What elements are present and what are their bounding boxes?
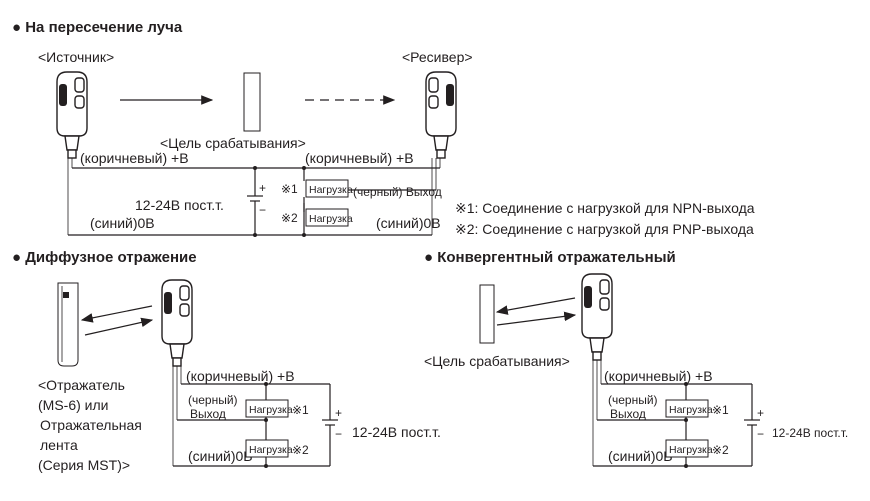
- diffuse-sensor-icon: [161, 279, 193, 367]
- diffuse-title: ● Диффузное отражение: [12, 249, 197, 266]
- diffuse-mark2: ※2: [292, 443, 309, 457]
- reflector-plate: [57, 282, 79, 367]
- convergent-target-block: [479, 284, 495, 344]
- diffuse-black-label: (черный): [188, 393, 238, 407]
- source-wires: [67, 158, 255, 236]
- reflector-line-1: <Отражатель: [38, 377, 125, 393]
- diffuse-wires: + −: [172, 366, 342, 468]
- note-pnp: ※2: Соединение с нагрузкой для PNP-выход…: [455, 221, 754, 237]
- through-brown-left-label: (коричневый) +В: [80, 150, 189, 166]
- convergent-wires: + −: [592, 360, 764, 468]
- reflector-label-line: <Отражатель (MS-6) или Отражательная лен…: [38, 377, 146, 473]
- svg-text:+: +: [335, 406, 342, 420]
- reflector-line-4: лента: [40, 437, 78, 453]
- through-load-box-2: [305, 208, 349, 227]
- source-sensor-icon: [56, 71, 88, 159]
- through-blue-right-label: (синий)0В: [376, 215, 441, 231]
- svg-text:−: −: [259, 203, 266, 217]
- through-beam-title: ● На пересечение луча: [12, 19, 183, 36]
- svg-text:+: +: [259, 181, 266, 195]
- convergent-beam-out: [496, 311, 577, 326]
- diffuse-load2-label: Нагрузка: [249, 444, 293, 456]
- through-brown-right-label: (коричневый) +В: [305, 150, 414, 166]
- diffuse-blue-label: (синий)0В: [188, 448, 253, 464]
- through-load2-label: Нагрузка: [309, 213, 353, 225]
- diffuse-supply-label: 12-24В пост.т.: [352, 424, 441, 440]
- convergent-load2-label: Нагрузка: [669, 444, 713, 456]
- target-label: <Цель срабатывания>: [160, 135, 306, 151]
- diffuse-mark1: ※1: [292, 403, 309, 417]
- convergent-supply-label: 12-24В пост.т.: [772, 426, 848, 440]
- convergent-load-box-2: [665, 439, 709, 458]
- through-mark1: ※1: [281, 182, 298, 196]
- receiver-wires: [255, 158, 441, 237]
- note-npn: ※1: Соединение с нагрузкой для NPN-выход…: [455, 200, 755, 216]
- svg-text:+: +: [757, 406, 764, 420]
- diffuse-load-box-1: [245, 399, 289, 418]
- convergent-load-box-1: [665, 399, 709, 418]
- through-mark2: ※2: [281, 211, 298, 225]
- convergent-mark1: ※1: [712, 403, 729, 417]
- through-supply-label: 12-24В пост.т.: [135, 197, 224, 213]
- svg-text:−: −: [335, 427, 342, 441]
- convergent-brown-label: (коричневый) +В: [604, 368, 713, 384]
- diffuse-output-label: Выход: [190, 407, 226, 421]
- convergent-black-label: (черный): [608, 393, 658, 407]
- through-load1-label: Нагрузка: [309, 184, 353, 196]
- target-block: [243, 72, 261, 132]
- convergent-sensor-icon: [581, 273, 613, 361]
- diffuse-load-box-2: [245, 439, 289, 458]
- diffuse-beam-out: [84, 317, 154, 336]
- convergent-output-label: Выход: [610, 407, 646, 421]
- diffuse-beam-in: [80, 305, 153, 323]
- convergent-load1-label: Нагрузка: [669, 404, 713, 416]
- reflector-line-3: Отражательная: [40, 417, 142, 433]
- diffuse-load1-label: Нагрузка: [249, 404, 293, 416]
- reflector-line-2: (MS-6) или: [38, 397, 108, 413]
- convergent-blue-label: (синий)0В: [608, 448, 673, 464]
- receiver-sensor-icon: [425, 71, 457, 159]
- convergent-target-label: <Цель срабатывания>: [424, 353, 570, 369]
- convergent-mark2: ※2: [712, 443, 729, 457]
- receiver-label: <Ресивер>: [402, 49, 473, 65]
- through-load-box-1: [305, 179, 349, 198]
- source-label: <Источник>: [38, 49, 114, 65]
- convergent-beam-in: [495, 297, 576, 315]
- through-dc-supply: + −: [247, 166, 266, 237]
- reflector-line-5: (Серия MST)>: [38, 457, 130, 473]
- convergent-title: ● Конвергентный отражательный: [424, 249, 676, 266]
- svg-text:−: −: [757, 427, 764, 441]
- through-black-output-label: (черный) Выход: [353, 185, 442, 199]
- through-blue-left-label: (синий)0В: [90, 215, 155, 231]
- diffuse-brown-label: (коричневый) +В: [186, 368, 295, 384]
